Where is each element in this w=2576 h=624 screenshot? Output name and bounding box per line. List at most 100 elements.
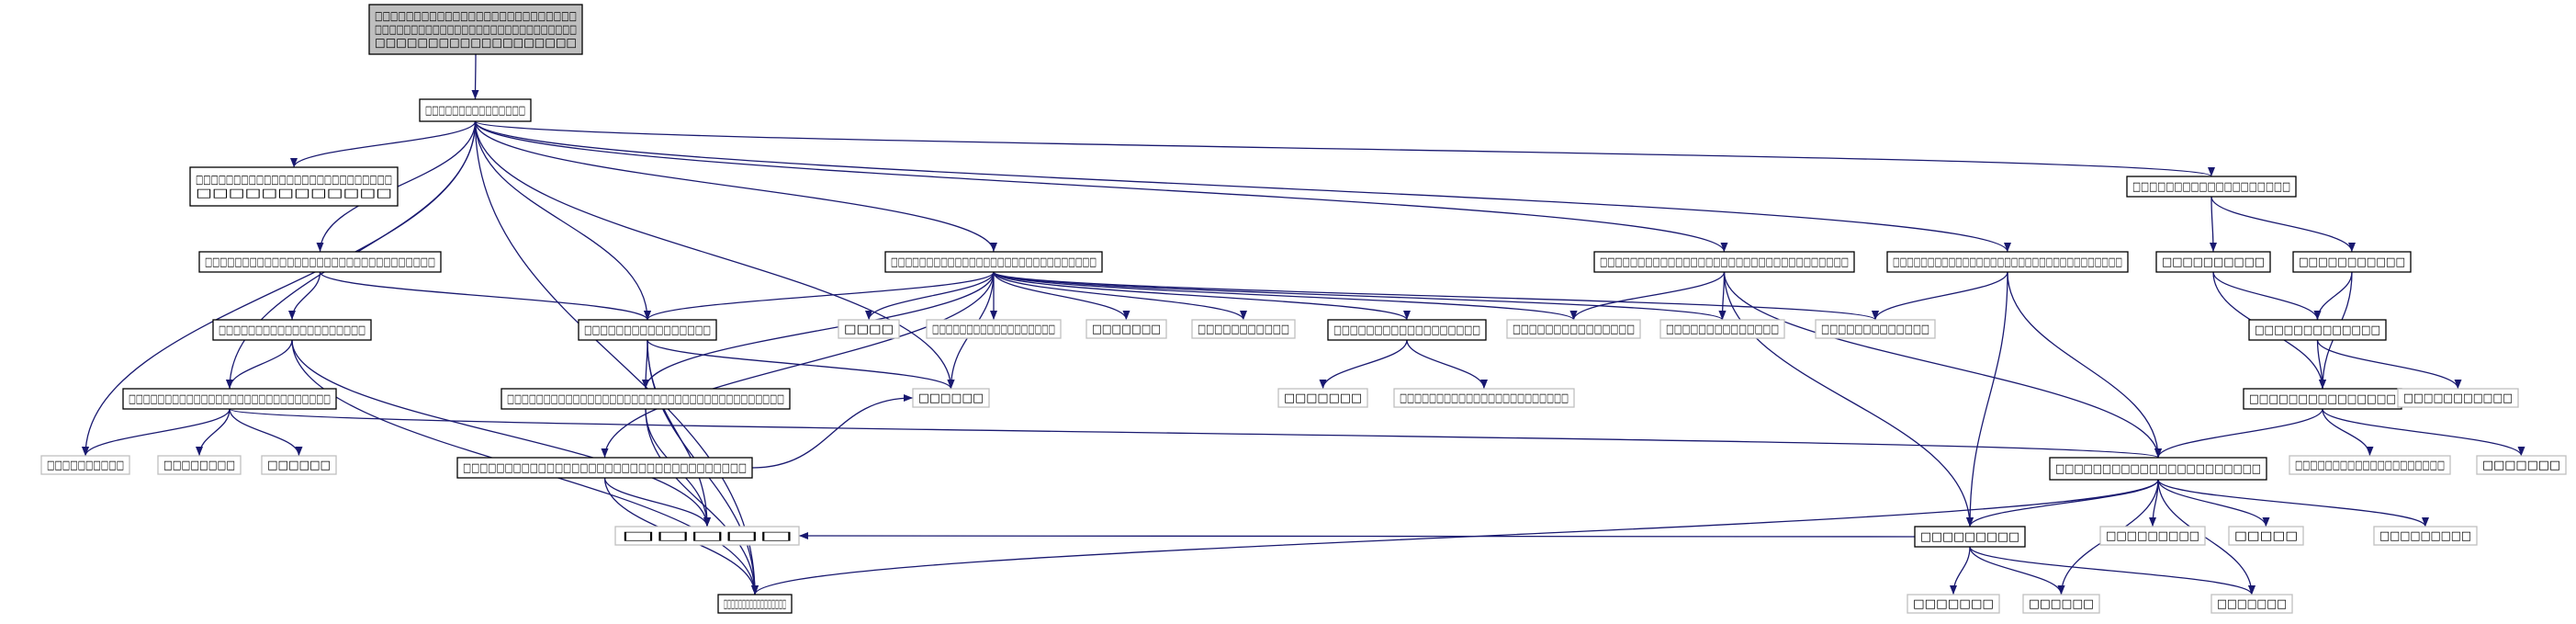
- graph-edge-n1-n19: [474, 120, 955, 390]
- graph-node-n10[interactable]: □□□□: [838, 319, 900, 339]
- node-label: □□□□□: [2234, 529, 2298, 543]
- graph-node-n32[interactable]: □□□□□□□□□□□□□□□: [2243, 388, 2402, 410]
- node-label: □□□□□□□□□□□□□□□□□: [724, 597, 786, 611]
- graph-edge-n32-n34: [2322, 408, 2374, 457]
- graph-node-n44[interactable]: □□□□□: [614, 526, 800, 546]
- node-box: [2476, 455, 2567, 475]
- graph-edge-n23-n44: [603, 477, 711, 528]
- node-box: [1086, 319, 1167, 339]
- graph-node-n4[interactable]: □□□□□□□□□□□□□□□□□□□□: [212, 319, 372, 341]
- graph-edge-n23-n19: [751, 394, 914, 469]
- graph-node-n37[interactable]: □□□□□□□□□: [1914, 526, 2026, 548]
- node-layer: □□□□□□□□□□□□□□□□□□□□□□□□□□□□□□□□□□□□□□□□…: [40, 4, 2567, 614]
- edge-layer: [82, 53, 2525, 596]
- graph-node-n28[interactable]: □□□□□□□□□□□□□□□□□□□: [2126, 176, 2297, 198]
- graph-edge-n9-n14: [993, 271, 1411, 321]
- node-label: □□□□□□□□□□□: [1198, 323, 1289, 336]
- node-label: □□□□□□□□□□□□□□□□□□□□□□□□□□□□□□□□□: [1893, 255, 2122, 269]
- graph-node-n8[interactable]: □□□□□□: [261, 455, 337, 475]
- graph-node-n26[interactable]: □□□□□□□□□□□□□: [1815, 319, 1936, 339]
- node-box: [1593, 251, 1855, 273]
- graph-edge-n31-n32: [2316, 339, 2326, 390]
- graph-node-n24[interactable]: □□□□□□□□□□□□□□□: [1506, 319, 1641, 339]
- graph-node-n2[interactable]: □□□□□□□□□□□□□□□□□□□□□□□□□□□□□□□□□□□□□□: [189, 166, 399, 207]
- node-box: [1907, 594, 2000, 614]
- graph-edge-n20-n36: [1723, 271, 2162, 459]
- graph-edge-n5-n8: [229, 408, 303, 457]
- graph-node-n12[interactable]: □□□□□□□: [1086, 319, 1167, 339]
- node-label: □□□□□□□□□□□□: [196, 187, 392, 200]
- graph-node-n40[interactable]: □□□□□□□□□: [2373, 526, 2478, 546]
- graph-node-n16[interactable]: □□□□□□□□□□□□□□□□□□□□□□□: [1393, 388, 1575, 408]
- node-label: □□□□□□□: [1913, 597, 1994, 611]
- graph-node-n29[interactable]: □□□□□□□□□□: [2155, 251, 2271, 273]
- graph-node-n33[interactable]: □□□□□□□□□□□: [2397, 388, 2519, 408]
- graph-node-n21[interactable]: □□□□□□□□□□□□□□□□□: [717, 594, 793, 614]
- graph-edge-n5-n36: [229, 408, 2162, 459]
- graph-node-n14[interactable]: □□□□□□□□□□□□□□□□□□: [1327, 319, 1487, 341]
- graph-node-n15[interactable]: □□□□□□□: [1277, 388, 1368, 408]
- graph-node-n9[interactable]: □□□□□□□□□□□□□□□□□□□□□□□□□□□□□: [884, 251, 1103, 273]
- graph-node-n19[interactable]: □□□□□□: [912, 388, 990, 408]
- node-label: □□□□□□□□□□□□□□□□□□□□□□□□□□□□□□□: [205, 255, 435, 269]
- graph-node-n42[interactable]: □□□□□□□: [2210, 594, 2293, 614]
- graph-node-n36[interactable]: □□□□□□□□□□□□□□□□□□□□□□: [2049, 457, 2267, 481]
- graph-edge-n37-n44: [798, 532, 1916, 540]
- node-box: [2210, 594, 2293, 614]
- graph-node-n7[interactable]: □□□□□□□□: [157, 455, 242, 475]
- graph-node-n25[interactable]: □□□□□□□□□□□□□□: [1659, 319, 1785, 339]
- graph-edge-n37-n42: [1969, 546, 2255, 596]
- graph-node-n17[interactable]: □□□□□□□□□□□□□□□□: [578, 319, 717, 341]
- node-box: [1815, 319, 1936, 339]
- node-label: □□□□□□□□□□□□□□□□□□□□□□: [2055, 462, 2261, 476]
- graph-edge-n9-n24: [993, 271, 1578, 321]
- node-label: □□□□□□□□□□□□□□□: [425, 104, 525, 118]
- node-label: □□□□□□□□□□□□□□□□□□□□□□□□□□□□□□□□□□□□□□: [507, 392, 784, 406]
- node-box: [189, 166, 399, 207]
- graph-node-n1[interactable]: □□□□□□□□□□□□□□□: [419, 98, 532, 122]
- graph-node-n34[interactable]: □□□□□□□□□□□□□□□□□□□□: [2289, 455, 2451, 475]
- node-label: □□□□□□□□□□□□□□□: [1513, 323, 1635, 336]
- node-label: □□□□□□□□: [163, 459, 235, 472]
- graph-node-n23[interactable]: □□□□□□□□□□□□□□□□□□□□□□□□□□□□□□□□□□: [456, 457, 753, 479]
- graph-edge-n29-n31: [2212, 271, 2322, 321]
- graph-node-n31[interactable]: □□□□□□□□□□□□□: [2248, 319, 2387, 341]
- graph-edge-n5-n6: [82, 408, 231, 457]
- node-box: [212, 319, 372, 341]
- node-label: □□□□□□□□□□□□□□□□□□□: [2132, 180, 2290, 194]
- graph-node-n38[interactable]: □□□□□□□□□: [2099, 526, 2206, 546]
- graph-node-n20[interactable]: □□□□□□□□□□□□□□□□□□□□□□□□□□□□□□□□□: [1593, 251, 1855, 273]
- node-box: [122, 388, 337, 410]
- graph-node-n6[interactable]: □□□□□□□□□□: [40, 455, 130, 475]
- graph-node-n41[interactable]: □□□□□□: [2022, 594, 2100, 614]
- graph-node-n3[interactable]: □□□□□□□□□□□□□□□□□□□□□□□□□□□□□□□: [198, 251, 442, 273]
- graph-node-n18[interactable]: □□□□□□□□□□□□□□□□□□□□□□□□□□□□□□□□□□□□□□: [501, 388, 791, 410]
- node-label: □□□□□: [621, 529, 793, 543]
- graph-edge-n4-n44: [291, 339, 711, 528]
- graph-edge-n32-n35: [2322, 408, 2525, 457]
- graph-node-n22[interactable]: □□□□□□□□□□□□□□□□□□□□□□□□□□□□□□□□□: [1886, 251, 2129, 273]
- graph-node-n30[interactable]: □□□□□□□□□□□: [2292, 251, 2412, 273]
- node-label: □□□□□□□: [1284, 391, 1362, 405]
- graph-edge-n1-n17: [474, 120, 651, 321]
- graph-node-root[interactable]: □□□□□□□□□□□□□□□□□□□□□□□□□□□□□□□□□□□□□□□□…: [368, 4, 583, 55]
- graph-edge-n9-n18: [642, 271, 995, 390]
- node-box: [1327, 319, 1487, 341]
- node-box: [456, 457, 753, 479]
- graph-node-n43[interactable]: □□□□□□□: [1907, 594, 2000, 614]
- node-box: [368, 4, 583, 55]
- graph-node-n5[interactable]: □□□□□□□□□□□□□□□□□□□□□□□□□□□□: [122, 388, 337, 410]
- graph-node-n13[interactable]: □□□□□□□□□□□: [1191, 319, 1296, 339]
- node-label: □□□□□□□□□□□□□□□□□□□□: [219, 323, 366, 337]
- node-box: [419, 98, 532, 122]
- graph-edge-n37-n43: [1950, 546, 1971, 596]
- node-label: □□□□□□□□□□□□□: [2255, 323, 2380, 337]
- graph-node-n35[interactable]: □□□□□□□: [2476, 455, 2567, 475]
- graph-node-n11[interactable]: □□□□□□□□□□□□□□□□□□: [926, 319, 1062, 339]
- node-box: [926, 319, 1062, 339]
- graph-node-n39[interactable]: □□□□□: [2228, 526, 2304, 546]
- node-box: [198, 251, 442, 273]
- node-box: [838, 319, 900, 339]
- graph-edge-n28-n29: [2209, 196, 2217, 253]
